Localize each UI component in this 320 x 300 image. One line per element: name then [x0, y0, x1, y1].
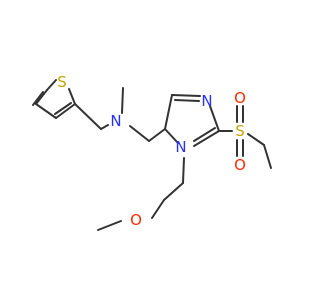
amine-chain: [74, 87, 166, 142]
bond: [54, 102, 72, 115]
bond: [100, 124, 109, 130]
ethylsulfonyl-group: [218, 105, 272, 169]
bond: [55, 103, 76, 119]
bond: [263, 144, 272, 169]
bond: [182, 157, 185, 184]
bond: [163, 182, 184, 201]
sulfonyl-oxygen-bottom-label: O: [234, 156, 246, 174]
bond: [68, 88, 76, 105]
amine-nitrogen-label: N: [110, 112, 121, 130]
bond: [247, 133, 265, 146]
bond: [121, 87, 124, 114]
imidazole-nitrogen-1-label: N: [175, 138, 186, 156]
methoxyethyl-group: [97, 157, 185, 231]
bond: [46, 79, 57, 91]
bond: [129, 125, 150, 142]
bond: [35, 89, 48, 105]
sulfonyl-oxygen-top-label: O: [234, 89, 246, 107]
ether-oxygen-label: O: [130, 211, 142, 229]
bond: [193, 130, 220, 147]
bond: [148, 128, 166, 142]
bond: [193, 127, 216, 142]
bond: [171, 94, 201, 97]
bond: [164, 94, 173, 130]
thiophene-sulfur-label: S: [57, 73, 67, 91]
thiophene-ring: [32, 79, 76, 119]
bond: [151, 199, 165, 219]
structure-svg: S N N N S O O O: [32, 73, 272, 231]
molecule-diagram: S N N N S O O O: [32, 73, 272, 231]
imidazole-ring: [164, 94, 220, 147]
bond: [209, 105, 220, 132]
sulfonyl-sulfur-label: S: [235, 122, 245, 140]
bond: [74, 103, 102, 130]
bond: [32, 91, 44, 106]
imidazole-nitrogen-3-label: N: [201, 92, 212, 110]
bond: [35, 103, 57, 119]
bond: [174, 99, 200, 102]
bond: [97, 220, 122, 231]
bond: [164, 128, 179, 144]
